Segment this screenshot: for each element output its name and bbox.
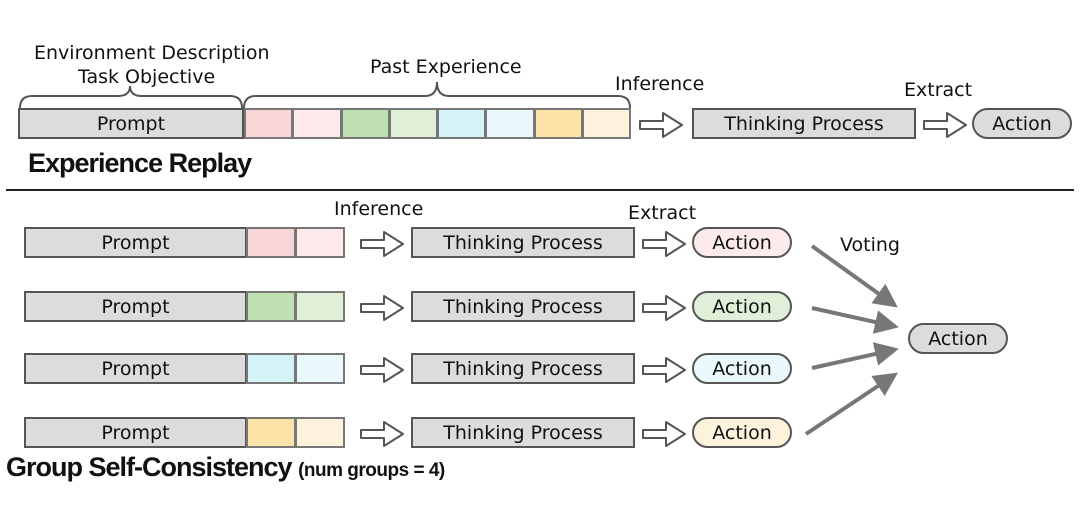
thinking-process-text: Thinking Process [443, 357, 603, 380]
braces [19, 81, 631, 109]
thinking-process-box: Thinking Process [411, 417, 635, 448]
experience-cell [340, 108, 390, 139]
experience-cell [244, 108, 294, 139]
thinking-process-text: Thinking Process [443, 231, 603, 254]
prompt-brace [19, 85, 243, 109]
experience-cell [295, 353, 345, 384]
final-action-text: Action [928, 327, 988, 350]
voting-label: Voting [840, 234, 900, 256]
inference-label-top: Inference [615, 73, 705, 95]
inference-label-bottom: Inference [334, 198, 424, 220]
hollow-arrow-icon [360, 231, 404, 257]
thinking-process-box: Thinking Process [411, 227, 635, 258]
section-divider [6, 189, 1074, 191]
experience-replay-title: Experience Replay [28, 148, 252, 178]
prompt-box: Prompt [24, 291, 247, 322]
prompt-text: Prompt [101, 231, 170, 254]
hollow-arrow-icon [639, 112, 683, 138]
group-self-consistency-text: Group Self-Consistency [6, 452, 293, 482]
past-experience-label: Past Experience [370, 56, 522, 78]
thinking-process-text: Thinking Process [724, 112, 884, 135]
thinking-process-text: Thinking Process [443, 295, 603, 318]
task-objective-label: Task Objective [78, 66, 216, 88]
action-text: Action [992, 112, 1052, 135]
action-text: Action [712, 357, 772, 380]
experience-cell [388, 108, 438, 139]
action-text: Action [712, 421, 772, 444]
voting-arrow-4 [804, 372, 898, 436]
hollow-arrow-icon [642, 295, 686, 321]
prompt-text: Prompt [101, 357, 170, 380]
experience-cell [295, 417, 345, 448]
action-pill-top: Action [972, 108, 1072, 139]
hollow-arrow-icon [642, 421, 686, 447]
hollow-arrow-icon [642, 231, 686, 257]
prompt-box: Prompt [24, 353, 247, 384]
hollow-arrow-icon [923, 112, 967, 138]
prompt-text: Prompt [101, 421, 170, 444]
thinking-process-box: Thinking Process [411, 291, 635, 322]
prompt-text: Prompt [101, 295, 170, 318]
action-text: Action [712, 231, 772, 254]
action-pill: Action [692, 417, 792, 448]
experience-cell [295, 291, 345, 322]
experience-cell [533, 108, 583, 139]
hollow-arrow-icon [642, 357, 686, 383]
hollow-arrow-icon [360, 421, 404, 447]
prompt-text: Prompt [96, 112, 166, 135]
action-pill: Action [692, 291, 792, 322]
thinking-process-text: Thinking Process [443, 421, 603, 444]
environment-description-label: Environment Description [34, 42, 270, 64]
final-action-pill: Action [908, 323, 1008, 354]
action-text: Action [712, 295, 772, 318]
experience-cell [295, 227, 345, 258]
extract-label-top: Extract [904, 79, 973, 101]
thinking-process-box-top: Thinking Process [692, 108, 916, 139]
hollow-arrow-icon [360, 357, 404, 383]
action-pill: Action [692, 353, 792, 384]
prompt-box-top: Prompt [18, 108, 244, 139]
prompt-box: Prompt [24, 227, 247, 258]
experience-cell [246, 417, 296, 448]
num-groups-text: (num groups = 4) [298, 460, 445, 481]
voting-arrow-1 [810, 244, 898, 308]
experience-cell [246, 227, 296, 258]
experience-cell [292, 108, 342, 139]
past-experience-brace [243, 81, 631, 109]
group-self-consistency-title: Group Self-Consistency (num groups = 4) [6, 452, 445, 483]
voting-arrow-2 [811, 306, 899, 334]
experience-cell [581, 108, 631, 139]
thinking-process-box: Thinking Process [411, 353, 635, 384]
voting-arrow-3 [811, 342, 899, 370]
hollow-arrow-icon [360, 295, 404, 321]
experience-cell [246, 291, 296, 322]
action-pill: Action [692, 227, 792, 258]
experience-cell [437, 108, 487, 139]
extract-label-bottom: Extract [628, 202, 697, 224]
experience-cell [485, 108, 535, 139]
